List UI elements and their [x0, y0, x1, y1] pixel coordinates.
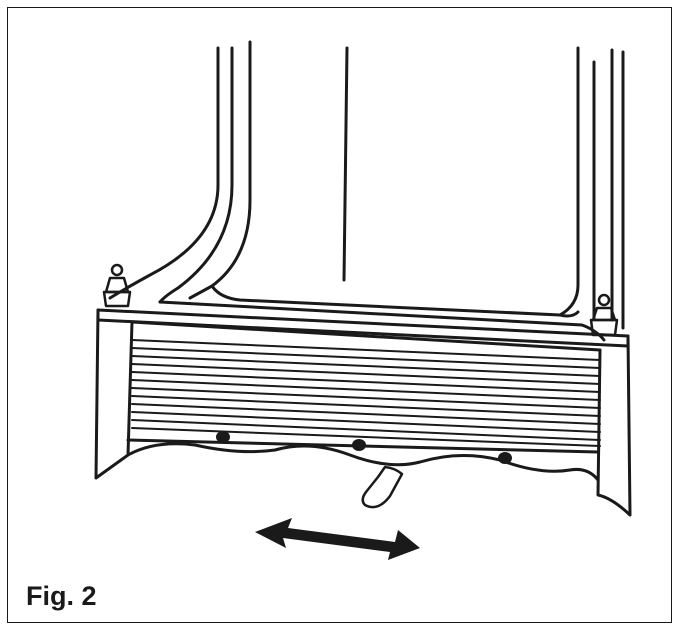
left-finial [102, 263, 132, 308]
valance-dots [216, 431, 512, 464]
curtain-left-folds [108, 40, 252, 304]
figure-frame [7, 7, 672, 623]
figure-caption: Fig. 2 [26, 581, 97, 611]
valance-pleats [131, 339, 601, 447]
curtain-right-folds [558, 46, 625, 330]
curtain-inner-hem [210, 284, 580, 318]
double-arrow-icon [255, 518, 420, 560]
pull-handle [361, 465, 404, 509]
valance-box [94, 308, 632, 517]
curtain-center-fold [342, 46, 349, 282]
